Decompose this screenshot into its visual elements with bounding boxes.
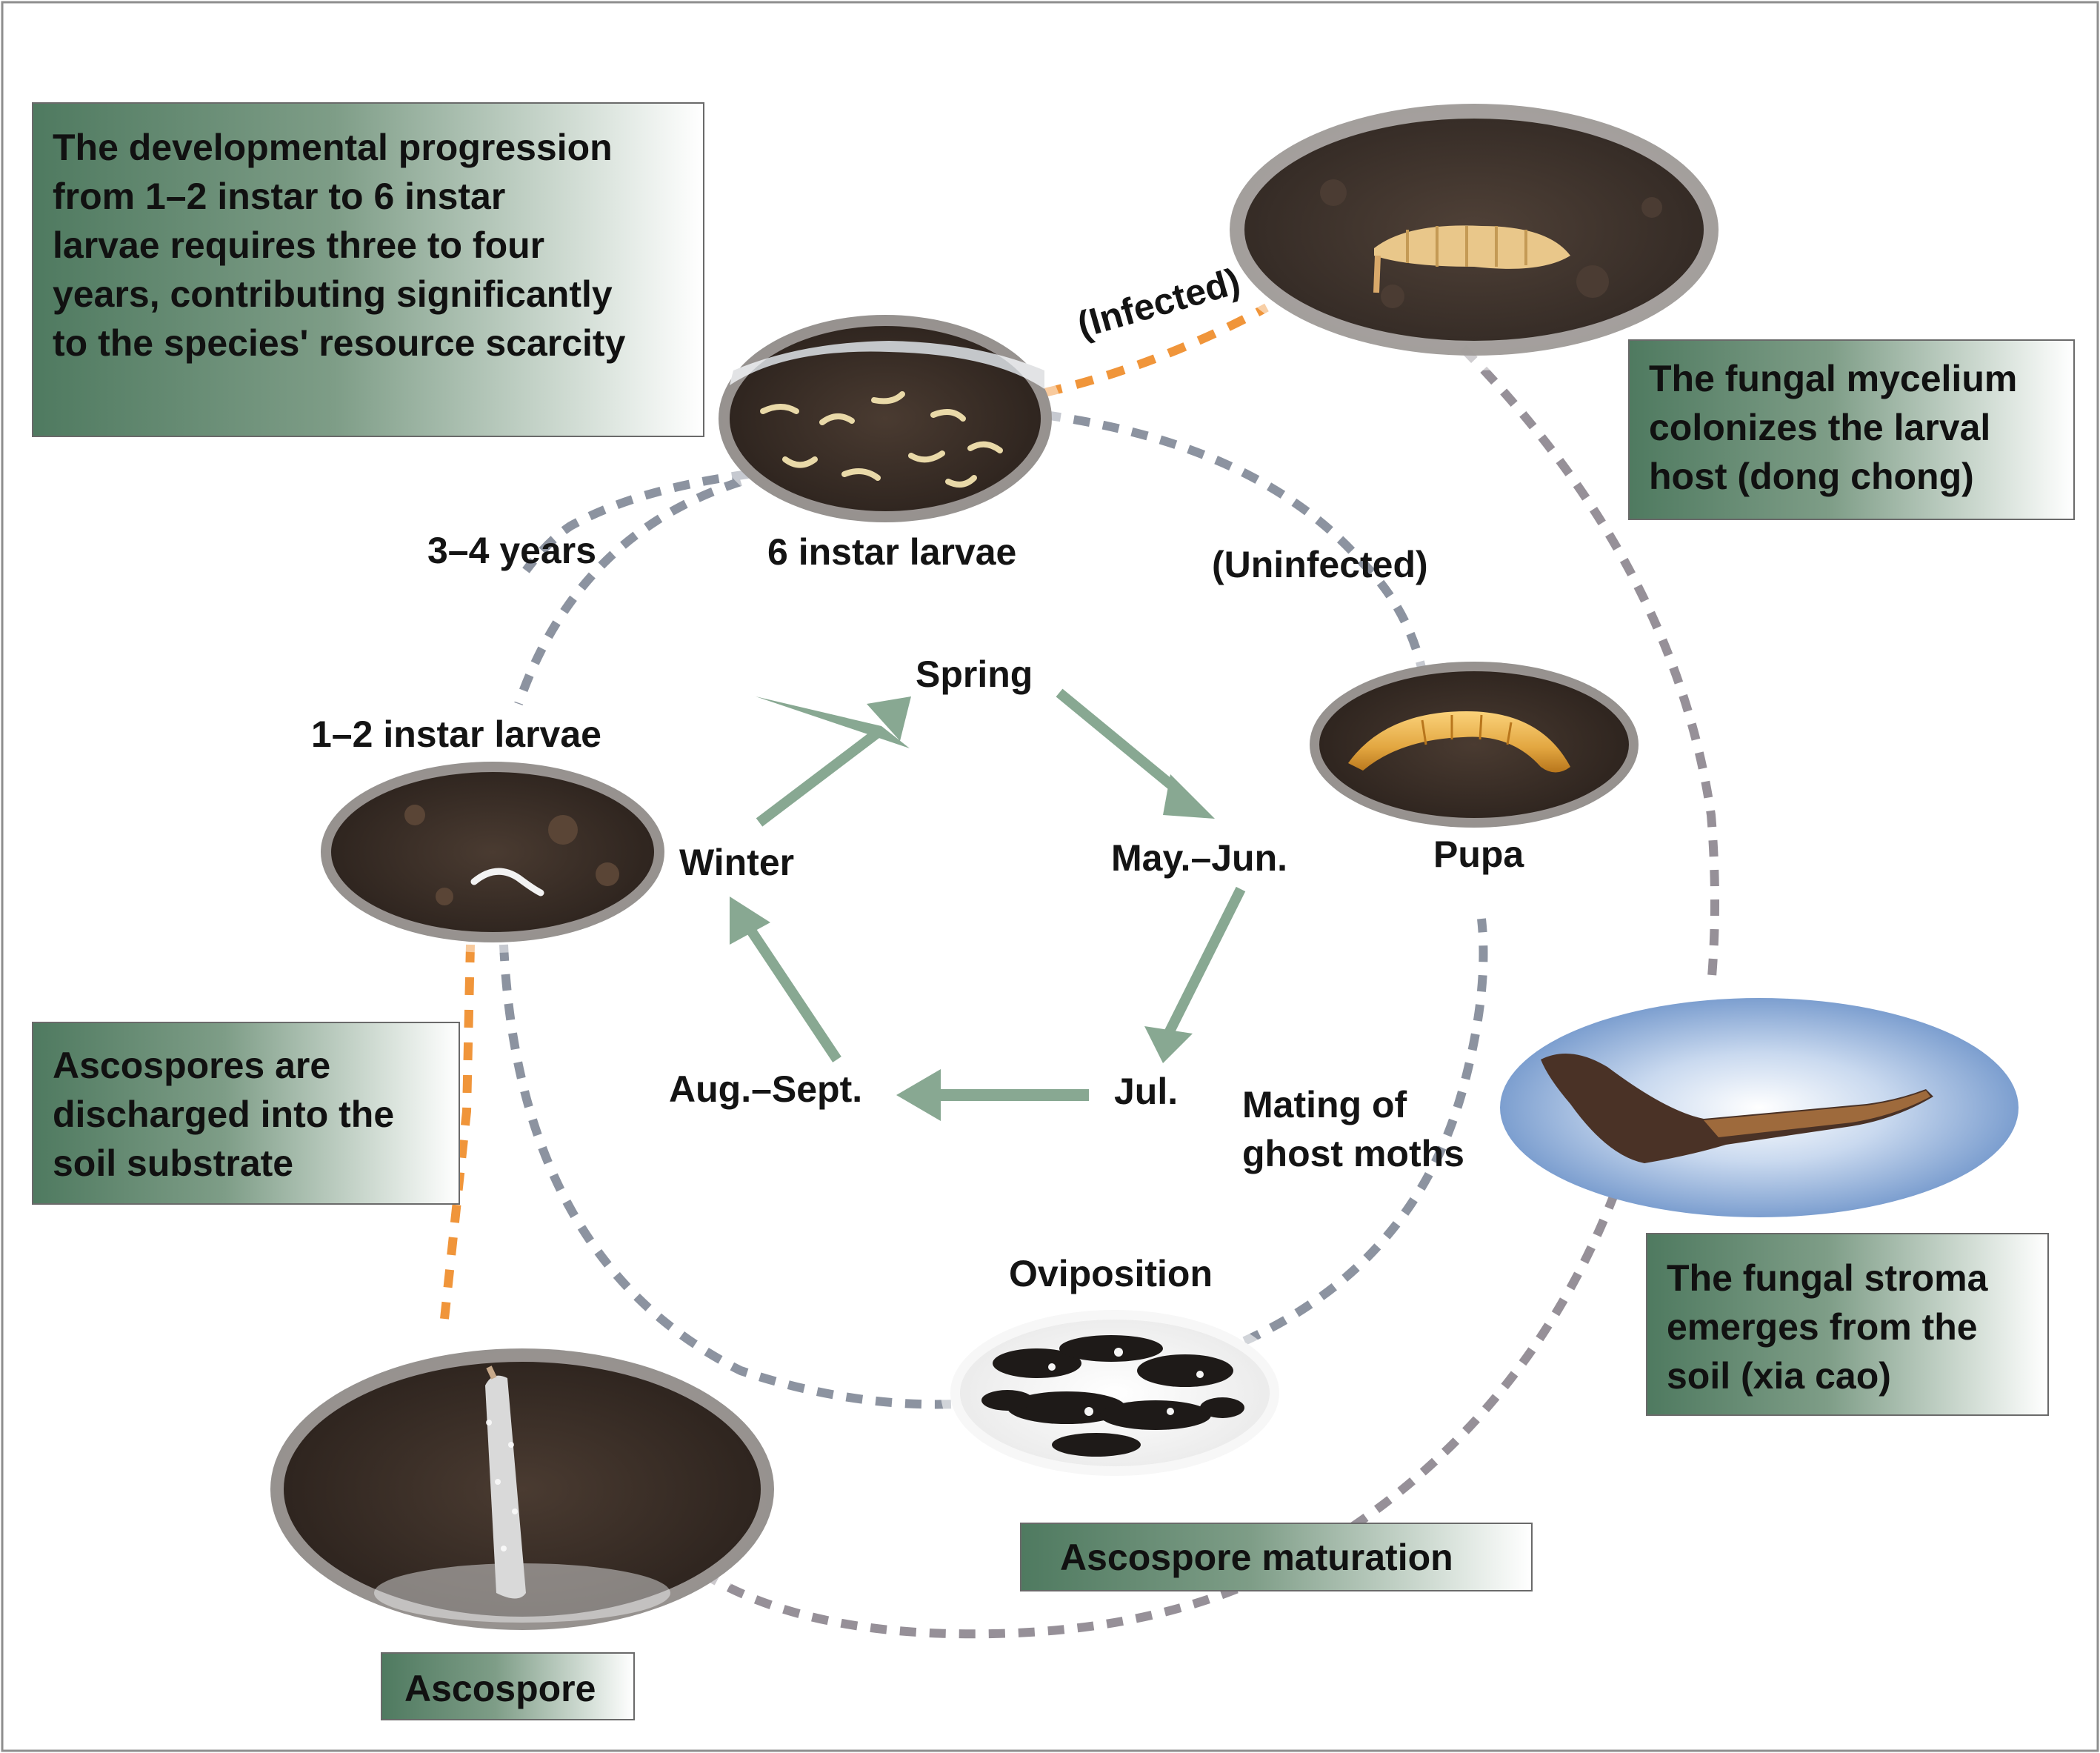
development-line-1: The developmental progression [53, 127, 613, 168]
ascospore-maturation-box: Ascospore maturation [1020, 1523, 1533, 1591]
development-line-2: from 1–2 instar to 6 instar [53, 176, 506, 217]
ascospore-discharge-info-box: Ascospores are discharged into the soil … [32, 1022, 460, 1205]
ascospore-box: Ascospore [381, 1652, 635, 1720]
mating-label-2: ghost moths [1242, 1133, 1464, 1174]
mating-label-1: Mating of [1242, 1084, 1407, 1125]
arrow-mayjun-to-jul [1144, 1026, 1193, 1063]
season-arrows [730, 688, 1246, 1121]
photo-infected-larva [1215, 89, 1733, 370]
arrow-spring-to-mayjun [1163, 774, 1215, 819]
six-instar-label: 6 instar larvae [767, 531, 1017, 573]
uninfected-label: (Uninfected) [1212, 544, 1428, 585]
photo-fungal-stroma [1500, 998, 2019, 1217]
photo-ascospore [257, 1335, 787, 1643]
maturation-text: Ascospore maturation [1060, 1537, 1453, 1578]
stroma-line-1: The fungal stroma [1667, 1257, 1988, 1299]
photo-eggs [941, 1300, 1289, 1486]
may-jun-label: May.–Jun. [1111, 837, 1288, 879]
mycelium-line-1: The fungal mycelium [1649, 358, 2018, 399]
development-line-4: years, contributing significantly [53, 273, 613, 315]
development-line-3: larvae requires three to four [53, 224, 545, 266]
inner-cycle-path [499, 410, 1488, 1409]
discharge-line-2: discharged into the [53, 1094, 395, 1135]
arrow-augsept-to-winter [730, 897, 770, 945]
years-label: 3–4 years [427, 530, 597, 571]
stroma-line-3: soil (xia cao) [1667, 1355, 1891, 1397]
arrow-jul-to-augsept [896, 1069, 941, 1121]
jul-label: Jul. [1114, 1071, 1179, 1112]
winter-label: Winter [679, 842, 795, 883]
mycelium-line-3: host (dong chong) [1649, 456, 1974, 497]
discharge-line-1: Ascospores are [53, 1045, 331, 1086]
aug-sept-label: Aug.–Sept. [669, 1068, 863, 1110]
infected-path [440, 303, 1269, 1320]
photo-one-two-instar-larvae [310, 751, 675, 953]
discharge-line-3: soil substrate [53, 1142, 294, 1184]
stroma-line-2: emerges from the [1667, 1306, 1978, 1348]
stroma-info-box: The fungal stroma emerges from the soil … [1646, 1233, 2049, 1416]
mycelium-line-2: colonizes the larval [1649, 407, 1991, 448]
photo-pupa [1300, 652, 1648, 837]
mycelium-info-box: The fungal mycelium colonizes the larval… [1628, 339, 2075, 520]
development-info-box: The developmental progression from 1–2 i… [32, 102, 704, 437]
pupa-label: Pupa [1433, 834, 1524, 875]
one-two-instar-label: 1–2 instar larvae [311, 713, 601, 755]
development-line-5: to the species' resource scarcity [53, 322, 626, 364]
ascospore-text: Ascospore [404, 1668, 596, 1709]
outer-fungal-path [709, 345, 1719, 1639]
photo-six-instar-larvae [707, 304, 1063, 533]
oviposition-label: Oviposition [1009, 1253, 1213, 1294]
spring-label: Spring [916, 653, 1033, 695]
